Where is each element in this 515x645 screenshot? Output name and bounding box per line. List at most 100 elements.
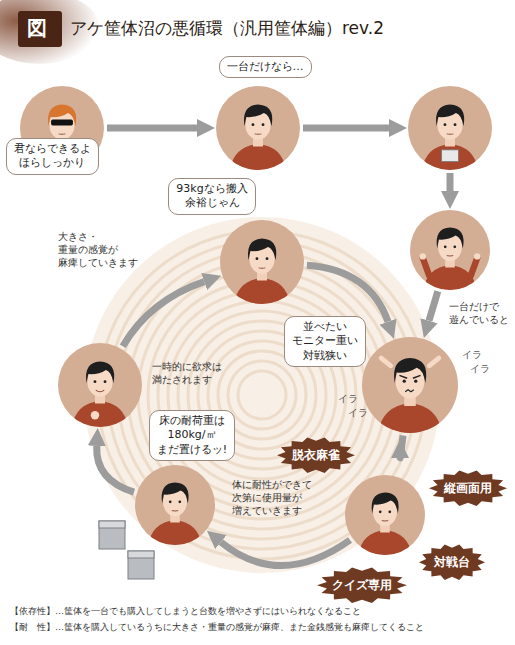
cycle-arrow: [303, 125, 389, 132]
person-mouth: [59, 133, 66, 134]
circle-illustration: [216, 86, 300, 170]
person-mouth: [255, 133, 262, 134]
person-eye: [388, 510, 391, 513]
person-shirt: [421, 144, 478, 175]
burst-tag: 対戦台: [419, 544, 485, 580]
cycle-arrow: [221, 540, 350, 566]
circle-fill: [408, 86, 492, 170]
footnote: 【依存性】…筐体を一台でも購入してしまうと台数を増やさずにはいられなくなること: [10, 605, 361, 618]
person-shirt: [423, 265, 477, 295]
person-hands: [381, 358, 439, 366]
person-eye: [454, 123, 457, 126]
person-brows: [399, 375, 420, 378]
person-hair: [162, 483, 189, 504]
person-figure: [420, 228, 481, 295]
cycle-circle: 君ならできるよ ほらしっかり: [20, 86, 104, 170]
cycle-circle: 体に耐性ができて 次第に使用量が 増えていきます: [345, 475, 425, 555]
person-eye: [379, 510, 382, 513]
speech-bubble: 床の耐荷重は 180kg/㎡ まだ置けるッ!: [149, 410, 235, 461]
burst-polygon: [317, 567, 407, 602]
person-hair: [394, 358, 426, 383]
person-arms: [423, 258, 477, 276]
cabinet-box: [128, 551, 154, 579]
person-eye: [453, 245, 456, 248]
person-hand: [420, 253, 426, 259]
circle-illustration: [345, 475, 425, 555]
person-hair: [244, 104, 272, 126]
circle-illustration: [362, 337, 458, 433]
person-shirt: [229, 144, 286, 175]
burst-polygon: [429, 470, 507, 505]
irritation-mark: イラ: [338, 392, 358, 406]
cycle-circle: 93kgなら搬入 余裕じゃん大きさ・重量の感覚が 麻痺していきます: [220, 220, 304, 304]
irritation-mark: イラ: [348, 406, 368, 420]
ring-line: [228, 361, 296, 429]
person-figure: [421, 104, 478, 175]
circle-illustration: [220, 220, 304, 304]
person-eye: [266, 257, 269, 260]
cycle-circle: 一台だけで 遊んでいると: [410, 210, 490, 290]
burst-polygon: [419, 544, 485, 579]
cabinet-box: [99, 521, 125, 549]
speech-bubble: 一台だけなら…: [219, 56, 312, 78]
person-figure: [358, 493, 412, 560]
person-mouth: [447, 133, 454, 134]
circle-illustration: [408, 86, 492, 170]
circle-illustration: [410, 210, 490, 290]
person-eye: [178, 500, 181, 503]
cycle-arrow: [447, 173, 454, 191]
person-hair: [248, 238, 276, 260]
cycle-circle: 一時的に欲求は 満たされます: [58, 343, 142, 427]
person-mouth: [447, 255, 453, 256]
cycle-arrow: [123, 282, 204, 347]
person-figure: [377, 358, 442, 439]
diagram-title: アケ筐体沼の悪循環（汎用筐体編）rev.2: [70, 17, 384, 40]
irritation-mark: イラ: [470, 362, 490, 376]
burst-text: 脱衣麻雀: [292, 448, 340, 462]
burst-text: クイズ専用: [332, 578, 392, 592]
person-mouth: [382, 520, 388, 521]
person-hair: [437, 228, 464, 249]
person-shirt: [358, 530, 412, 560]
cycle-arrow: [97, 446, 134, 492]
person-figure: [233, 238, 290, 309]
person-hair: [436, 104, 464, 126]
cycle-circle: 一台だけなら…: [216, 86, 300, 170]
burst-polygon: [277, 437, 355, 472]
person-eye: [252, 123, 255, 126]
person-mouth: [405, 390, 414, 392]
person-mouth: [259, 267, 266, 268]
cycle-arrow: [307, 265, 388, 321]
person-sunglasses: [51, 120, 73, 126]
figure-badge: 図: [27, 15, 47, 42]
person-eye: [104, 380, 107, 383]
cycle-arrow: [429, 291, 438, 321]
person-eye: [444, 245, 447, 248]
footnote: 【耐 性】…筐体を購入しているうちに大きさ・重量の感覚が麻痺、また金銭感覚も麻痺…: [10, 621, 424, 634]
burst-text: 対戦台: [434, 555, 470, 569]
speech-bubble: 93kgなら搬入 余裕じゃん: [168, 178, 255, 215]
circle-illustration: [135, 465, 215, 545]
person-eye: [444, 123, 447, 126]
burst-tag: 縦画面用: [429, 470, 507, 506]
person-hair: [48, 104, 76, 126]
person-hair: [372, 493, 399, 514]
cycle-arrow: [107, 125, 197, 132]
person-figure: [229, 104, 286, 175]
cabinet-box-top: [128, 551, 154, 558]
caption-text: 体に耐性ができて 次第に使用量が 増えていきます: [232, 478, 312, 517]
burst-tag: 脱衣麻雀: [277, 437, 355, 473]
caption-text: 大きさ・重量の感覚が 麻痺していきます: [58, 230, 138, 269]
speech-bubble: 並べたい モニター重い 対戦狭い: [284, 316, 366, 367]
person-eye: [414, 380, 417, 383]
person-item: [442, 150, 459, 162]
person-shirt: [148, 520, 202, 550]
person-figure: [71, 361, 128, 432]
person-shirt: [377, 403, 442, 439]
person-mouth: [96, 390, 104, 392]
cycle-circle: 並べたい モニター重い 対戦狭い: [362, 337, 458, 433]
cycle-circle: 床の耐荷重は 180kg/㎡ まだ置けるッ!: [135, 465, 215, 545]
person-eye: [256, 257, 259, 260]
burst-tag: クイズ専用: [317, 567, 407, 603]
irritation-mark: イラ: [462, 348, 482, 362]
